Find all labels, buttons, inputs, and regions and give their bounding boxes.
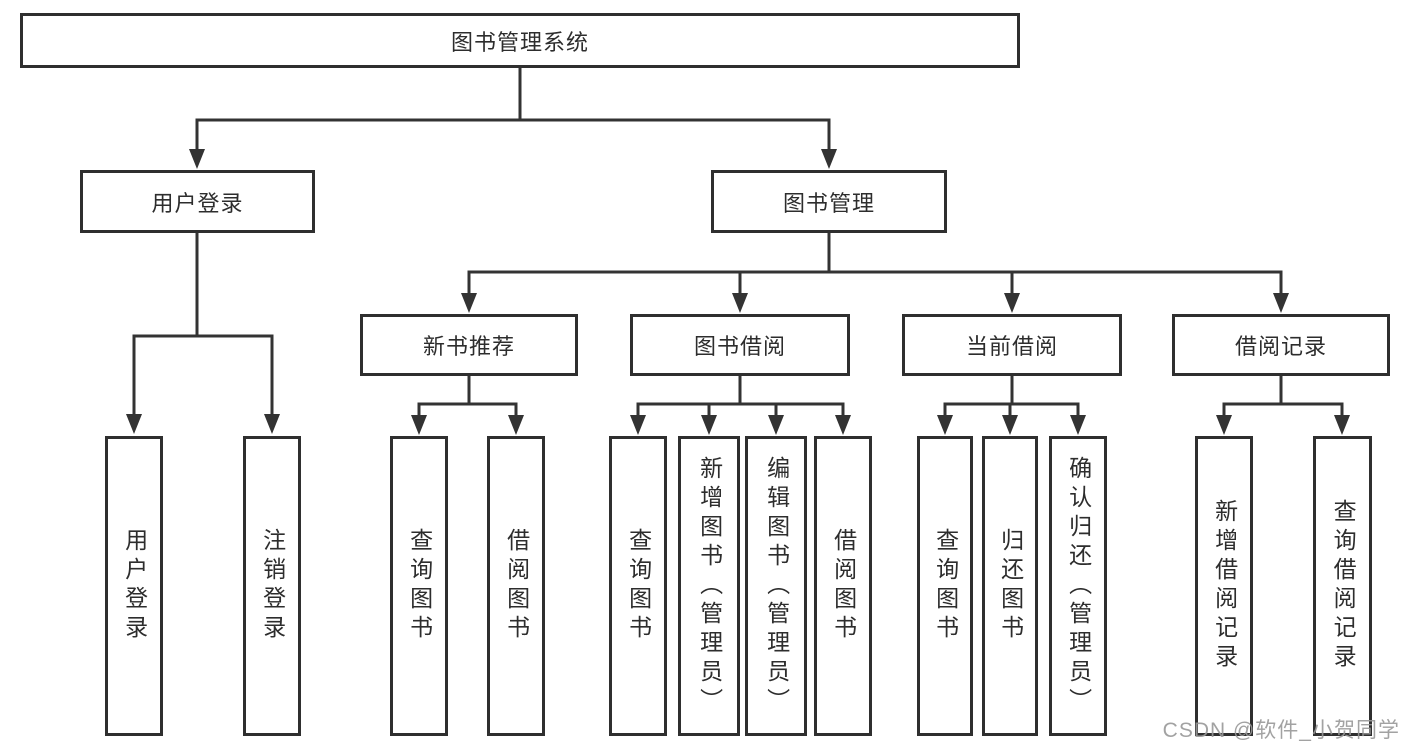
leaf-borrow-books-recommend: 借阅图书 bbox=[487, 436, 545, 736]
node-current-borrowing: 当前借阅 bbox=[902, 314, 1122, 376]
leaf-query-books-borrowing: 查询图书 bbox=[609, 436, 667, 736]
leaf-edit-book-admin: 编辑图书（管理员） bbox=[745, 436, 807, 736]
leaf-logout: 注销登录 bbox=[243, 436, 301, 736]
leaf-confirm-return-admin: 确认归还（管理员） bbox=[1049, 436, 1107, 736]
node-user-login: 用户登录 bbox=[80, 170, 315, 233]
leaf-query-books-current: 查询图书 bbox=[917, 436, 973, 736]
leaf-query-borrow-record: 查询借阅记录 bbox=[1313, 436, 1372, 736]
node-book-borrowing: 图书借阅 bbox=[630, 314, 850, 376]
node-new-book-recommend: 新书推荐 bbox=[360, 314, 578, 376]
leaf-user-login: 用户登录 bbox=[105, 436, 163, 736]
leaf-add-borrow-record: 新增借阅记录 bbox=[1195, 436, 1253, 736]
csdn-watermark: CSDN @软件_小贺同学 bbox=[1162, 719, 1400, 742]
leaf-query-books-recommend: 查询图书 bbox=[390, 436, 448, 736]
node-borrowing-records: 借阅记录 bbox=[1172, 314, 1390, 376]
node-root: 图书管理系统 bbox=[20, 13, 1020, 68]
node-book-management: 图书管理 bbox=[711, 170, 947, 233]
leaf-add-book-admin: 新增图书（管理员） bbox=[678, 436, 740, 736]
leaf-return-books: 归还图书 bbox=[982, 436, 1038, 736]
leaf-borrow-books-borrowing: 借阅图书 bbox=[814, 436, 872, 736]
